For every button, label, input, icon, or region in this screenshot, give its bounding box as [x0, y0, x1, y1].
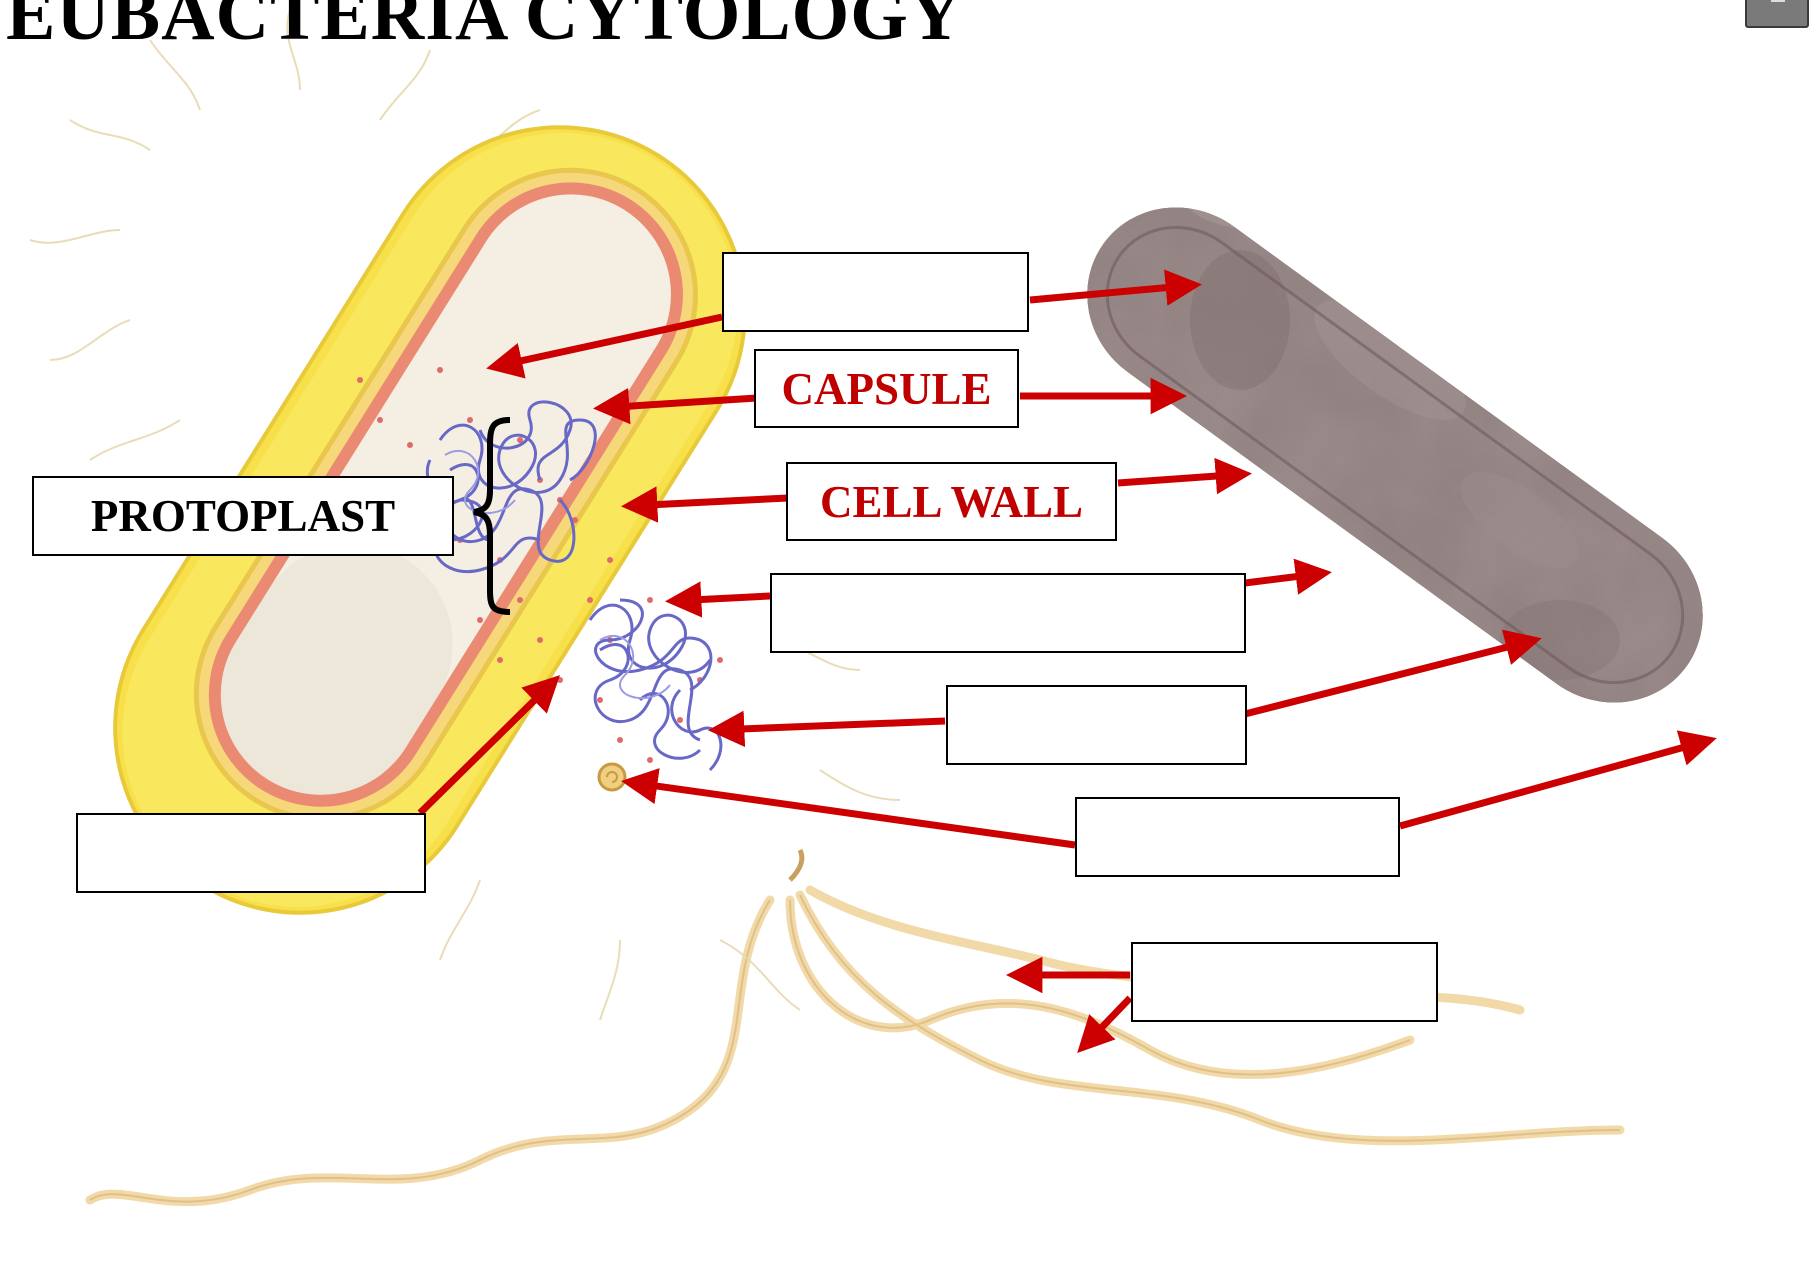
slide-navigation-icon[interactable] — [1745, 0, 1809, 28]
label-box-blank-4[interactable] — [1075, 797, 1400, 877]
label-box-blank-6[interactable] — [1131, 942, 1438, 1022]
page-title: EUBACTERIA CYTOLOGY — [6, 0, 963, 52]
capsule-label: CAPSULE — [754, 349, 1019, 428]
cell-wall-label: CELL WALL — [786, 462, 1117, 541]
electron-micrograph — [1000, 0, 1816, 920]
label-box-blank-5[interactable] — [76, 813, 426, 893]
label-box-blank-1[interactable] — [722, 252, 1029, 332]
flagella — [90, 890, 1620, 1202]
label-box-blank-3[interactable] — [946, 685, 1247, 765]
mesosome — [599, 764, 625, 790]
basal-body — [790, 850, 802, 880]
protoplast-label: PROTOPLAST — [32, 476, 454, 556]
label-box-blank-2[interactable] — [770, 573, 1246, 653]
